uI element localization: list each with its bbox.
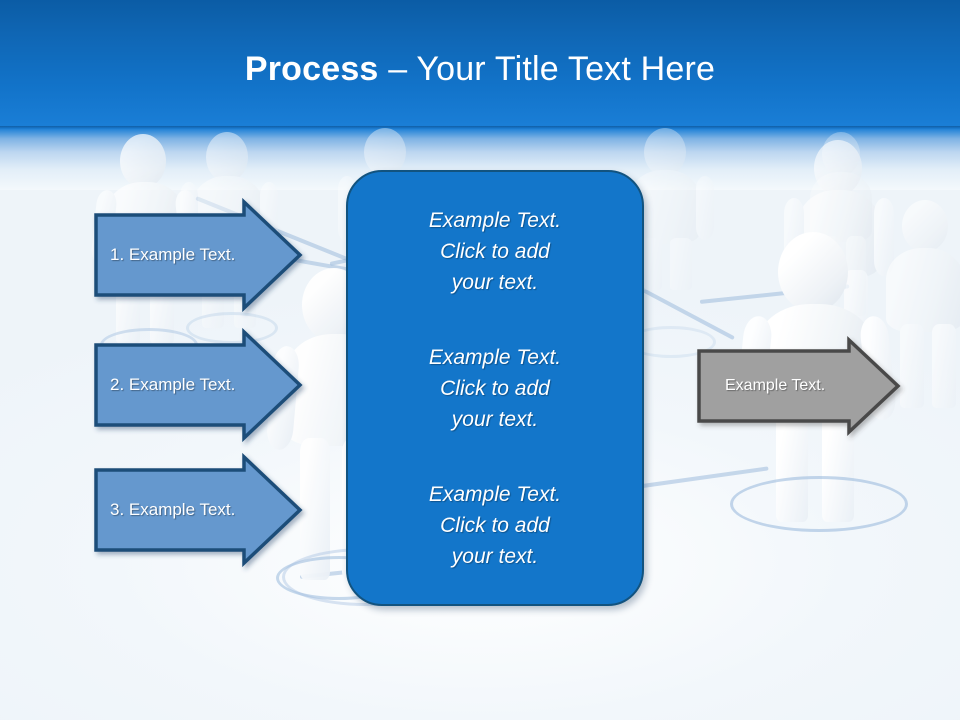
process-detail-box[interactable]: Example Text. Click to add your text. Ex… xyxy=(346,170,644,606)
process-detail-paragraph-2: Example Text. Click to add your text. xyxy=(428,345,562,431)
process-output-arrow[interactable]: Example Text. xyxy=(697,335,901,437)
page-title-rest: – Your Title Text Here xyxy=(378,50,716,88)
process-step-arrow-2[interactable]: 2. Example Text. xyxy=(94,327,303,443)
arrow-right-icon xyxy=(94,452,303,568)
process-output-arrow-label: Example Text. xyxy=(725,377,826,394)
process-detail-paragraph-1: Example Text. Click to add your text. xyxy=(428,208,562,294)
process-step-arrow-1-label: 1. Example Text. xyxy=(110,245,236,264)
process-step-arrow-3[interactable]: 3. Example Text. xyxy=(94,452,303,568)
process-step-arrow-2-label: 2. Example Text. xyxy=(110,375,236,394)
header-gradient-band xyxy=(0,0,960,190)
arrow-right-icon xyxy=(697,335,901,437)
arrow-right-icon xyxy=(94,197,303,313)
page-title-bold: Process xyxy=(244,50,379,88)
page-title: Process – Your Title Text Here xyxy=(0,48,960,90)
arrow-right-icon xyxy=(94,327,303,443)
process-detail-paragraph-3: Example Text. Click to add your text. xyxy=(428,482,562,568)
process-step-arrow-3-label: 3. Example Text. xyxy=(110,500,236,519)
process-step-arrow-1[interactable]: 1. Example Text. xyxy=(94,197,303,313)
header-band-edge xyxy=(0,126,960,129)
